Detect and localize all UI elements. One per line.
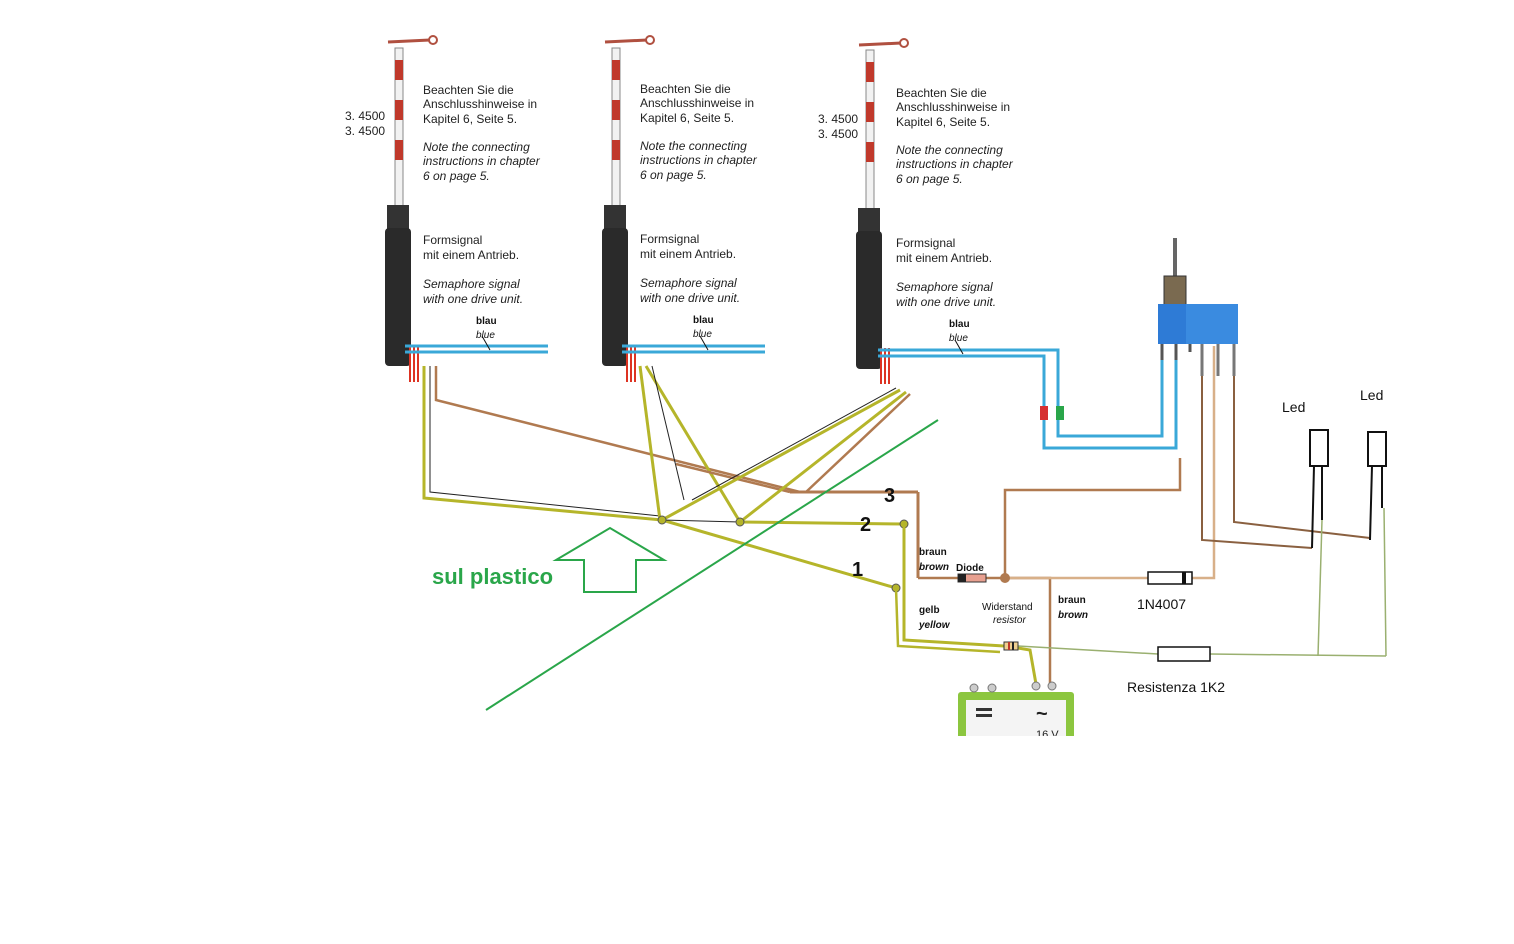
signal-3-cut-text: 3. 4500 3. 4500 [818, 112, 858, 141]
led-1 [1309, 429, 1329, 549]
svg-text:3. 4500: 3. 4500 [345, 109, 385, 123]
svg-text:blue: blue [693, 329, 712, 340]
svg-text:with one drive unit.: with one drive unit. [423, 292, 523, 306]
diode-junction [1000, 573, 1010, 583]
green-marker [1056, 406, 1064, 420]
svg-text:6 on page 5.: 6 on page 5. [640, 168, 707, 182]
led-2 [1367, 431, 1387, 541]
svg-text:Note the connecting: Note the connecting [423, 140, 530, 154]
svg-text:Semaphore signal: Semaphore signal [423, 277, 520, 291]
signal-1-note: Beachten Sie die Anschlusshinweise in Ka… [423, 83, 541, 341]
led-2-label: Led [1360, 387, 1383, 403]
svg-text:Kapitel 6, Seite 5.: Kapitel 6, Seite 5. [640, 111, 734, 125]
label-1: 1 [852, 559, 863, 581]
junction-b [735, 517, 745, 527]
svg-text:with one drive unit.: with one drive unit. [896, 295, 996, 309]
signal-3-note: Beachten Sie die Anschlusshinweise in Ka… [896, 86, 1014, 344]
svg-text:blau: blau [949, 319, 970, 330]
svg-text:Anschlusshinweise in: Anschlusshinweise in [896, 100, 1010, 114]
signal-wiring [422, 365, 918, 590]
red-marker [1040, 406, 1048, 420]
signal-2-note: Beachten Sie die Anschlusshinweise in Ka… [640, 82, 758, 340]
diode-label: Diode [956, 563, 984, 574]
svg-text:Beachten Sie die: Beachten Sie die [640, 82, 731, 96]
yellow-label: yellow [918, 620, 951, 631]
right-circuit [894, 346, 1387, 685]
junction-a [657, 515, 667, 525]
svg-text:mit einem Antrieb.: mit einem Antrieb. [423, 248, 519, 262]
annotation-sul-plastico: sul plastico [432, 564, 553, 589]
led-1-label: Led [1282, 399, 1305, 415]
svg-text:blau: blau [476, 316, 497, 327]
resistor-1k2 [1157, 646, 1211, 662]
svg-text:6 on page 5.: 6 on page 5. [423, 169, 490, 183]
brown-label: brown [919, 562, 949, 573]
ac-symbol: ~ [1036, 703, 1048, 725]
svg-text:3. 4500: 3. 4500 [345, 124, 385, 138]
signal-1-cut-text: 3. 4500 3. 4500 [345, 109, 385, 138]
svg-text:Anschlusshinweise in: Anschlusshinweise in [423, 97, 537, 111]
semaphore-signal-1 [385, 35, 438, 382]
label-2: 2 [860, 514, 871, 536]
svg-text:mit einem Antrieb.: mit einem Antrieb. [896, 251, 992, 265]
svg-text:instructions in chapter: instructions in chapter [896, 157, 1014, 171]
boundary-line [485, 419, 939, 711]
toggle-switch [1158, 238, 1238, 376]
svg-text:Formsignal: Formsignal [423, 233, 482, 247]
diode [957, 573, 987, 583]
svg-text:Beachten Sie die: Beachten Sie die [423, 83, 514, 97]
svg-text:Formsignal: Formsignal [896, 236, 955, 250]
dc-icon [976, 708, 992, 711]
svg-text:Kapitel 6, Seite 5.: Kapitel 6, Seite 5. [423, 112, 517, 126]
resistor-label: resistor [993, 615, 1026, 626]
up-arrow-icon [552, 526, 668, 593]
svg-text:Note the connecting: Note the connecting [896, 143, 1003, 157]
diode-part-label: 1N4007 [1137, 596, 1186, 612]
label-3: 3 [884, 485, 895, 507]
svg-text:6 on page 5.: 6 on page 5. [896, 172, 963, 186]
svg-text:Semaphore signal: Semaphore signal [896, 280, 993, 294]
brown2-label: brown [1058, 610, 1088, 621]
widerstand-label: Widerstand [982, 602, 1033, 613]
svg-text:mit einem Antrieb.: mit einem Antrieb. [640, 247, 736, 261]
svg-text:3. 4500: 3. 4500 [818, 112, 858, 126]
diode-1n4007 [1147, 571, 1193, 585]
gelb-label: gelb [919, 605, 940, 616]
widerstand-resistor [1003, 641, 1019, 651]
braun-label: braun [919, 547, 947, 558]
svg-text:Beachten Sie die: Beachten Sie die [896, 86, 987, 100]
svg-text:blue: blue [476, 330, 495, 341]
braun2-label: braun [1058, 595, 1086, 606]
semaphore-signal-2 [602, 35, 655, 382]
svg-text:Anschlusshinweise in: Anschlusshinweise in [640, 96, 754, 110]
svg-text:Note the connecting: Note the connecting [640, 139, 747, 153]
semaphore-signal-3 [856, 38, 909, 384]
svg-text:Semaphore signal: Semaphore signal [640, 276, 737, 290]
svg-text:instructions in chapter: instructions in chapter [640, 153, 758, 167]
svg-text:with one drive unit.: with one drive unit. [640, 291, 740, 305]
svg-text:blau: blau [693, 315, 714, 326]
svg-text:blue: blue [949, 333, 968, 344]
svg-text:3. 4500: 3. 4500 [818, 127, 858, 141]
resistor-part-label: Resistenza 1K2 [1127, 679, 1225, 695]
transformer: ~ 16 V [958, 681, 1074, 742]
svg-text:instructions in chapter: instructions in chapter [423, 154, 541, 168]
svg-text:Kapitel 6, Seite 5.: Kapitel 6, Seite 5. [896, 115, 990, 129]
svg-text:Formsignal: Formsignal [640, 232, 699, 246]
